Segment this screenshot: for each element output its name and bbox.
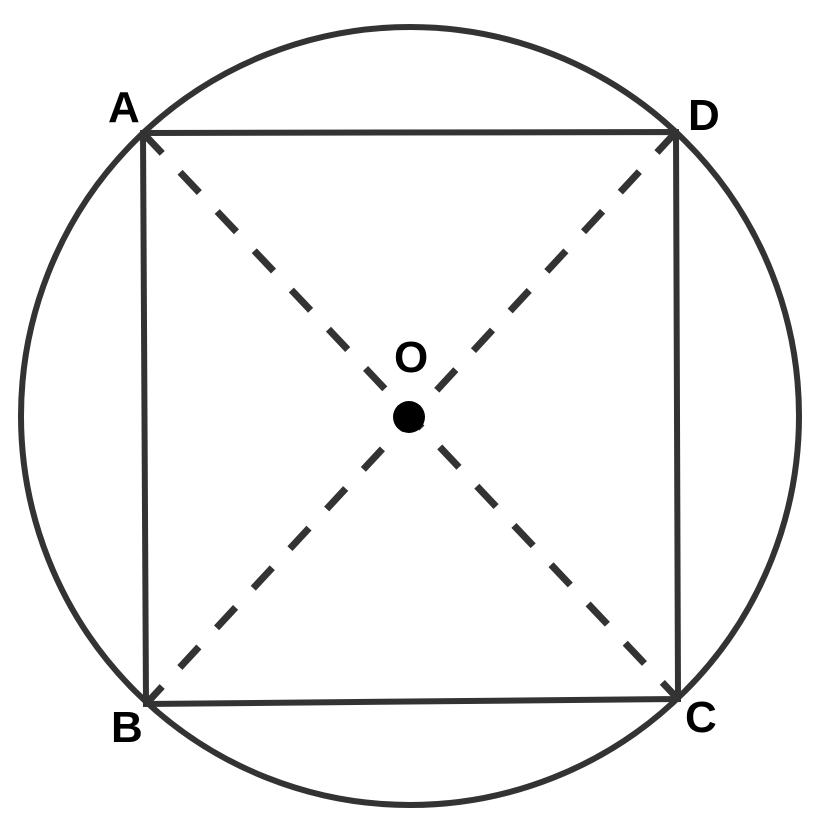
- center-point-o: [393, 401, 425, 433]
- circumscribed-circle: [18, 24, 802, 808]
- vertex-label-d: D: [688, 91, 720, 140]
- vertex-label-a: A: [108, 83, 140, 132]
- vertex-label-b: B: [111, 703, 143, 752]
- center-label-o: O: [394, 333, 428, 382]
- vertex-label-c: C: [685, 693, 717, 742]
